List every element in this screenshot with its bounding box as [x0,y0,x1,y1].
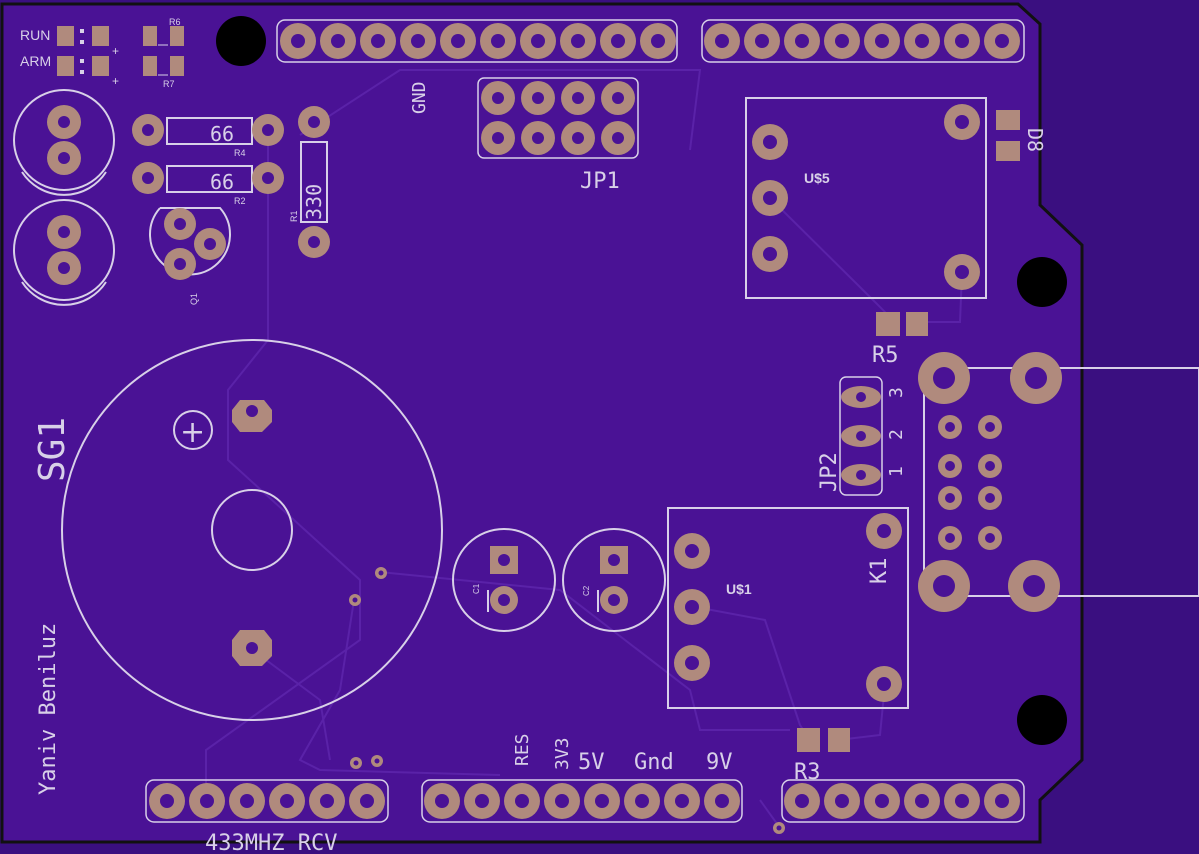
r6-label: R6 [169,17,181,27]
board-outline [0,2,1084,844]
c2-label: C2 [582,585,591,596]
r7-label: R7 [163,79,175,89]
jp2-pin2-label: 2 [886,429,907,440]
jp2-pin1-label: 1 [886,466,907,477]
resistor-r5 [876,312,928,336]
r4-value: 66 [210,122,234,146]
gnd-label: GND [409,81,430,114]
round-component-bottom [13,199,115,306]
jp1-label: JP1 [580,169,620,194]
run-label: RUN [20,27,50,43]
top-header-left [276,19,678,63]
gnd-bottom-label: Gnd [634,750,674,775]
r2-value: 66 [210,170,234,194]
resistor-r2 [132,162,284,194]
9v-label: 9V [706,750,733,775]
diode-d8 [996,110,1020,161]
round-component-top [13,89,115,196]
sg1-label: SG1 [32,417,73,482]
top-header-right [701,19,1025,63]
capacitor-c1 [452,528,556,632]
mounting-hole [1017,257,1067,307]
c1-label: C1 [472,583,481,594]
u5-label: U$5 [804,170,830,186]
module-u5 [745,97,987,299]
resistor-r4 [132,114,284,146]
transistor-q1 [149,207,231,280]
q1-label: Q1 [189,293,199,305]
arm-label: ARM [20,53,51,69]
status-leds [57,26,184,76]
jp2-label: JP2 [817,452,842,492]
3v3-label: 3V3 [552,737,573,770]
res-label: RES [512,733,533,766]
r2-label: R2 [234,196,246,206]
r3-label: R3 [794,760,821,785]
author-label: Yaniv Beniluz [36,623,61,795]
capacitor-c2 [562,528,666,632]
mounting-hole [1017,695,1067,745]
r5-label: R5 [872,343,899,368]
resistor-r1 [298,106,330,258]
bottom-header-right [781,779,1025,823]
jp2-pin3-label: 3 [886,387,907,398]
buzzer-plus-label: + [180,415,205,450]
u1-label: U$1 [726,581,752,597]
r1-label: R1 [289,210,299,222]
r4-label: R4 [234,148,246,158]
5v-label: 5V [578,750,605,775]
jumper-jp1 [477,77,639,159]
bottom-header-middle [421,779,743,823]
resistor-r3 [797,728,850,752]
rcv-label: 433MHZ_RCV [205,831,337,854]
mounting-hole [216,16,266,66]
plus-run-label: + [112,44,119,58]
connector-k1 [918,352,1199,612]
plus-arm-label: + [112,74,119,88]
buzzer-sg1 [61,339,443,721]
r1-value: 330 [302,184,326,220]
jumper-jp2 [839,376,883,496]
module-u1 [667,507,909,709]
k1-label: K1 [867,558,892,585]
bottom-header-left [145,779,389,823]
d8-label: D8 [1023,128,1047,152]
